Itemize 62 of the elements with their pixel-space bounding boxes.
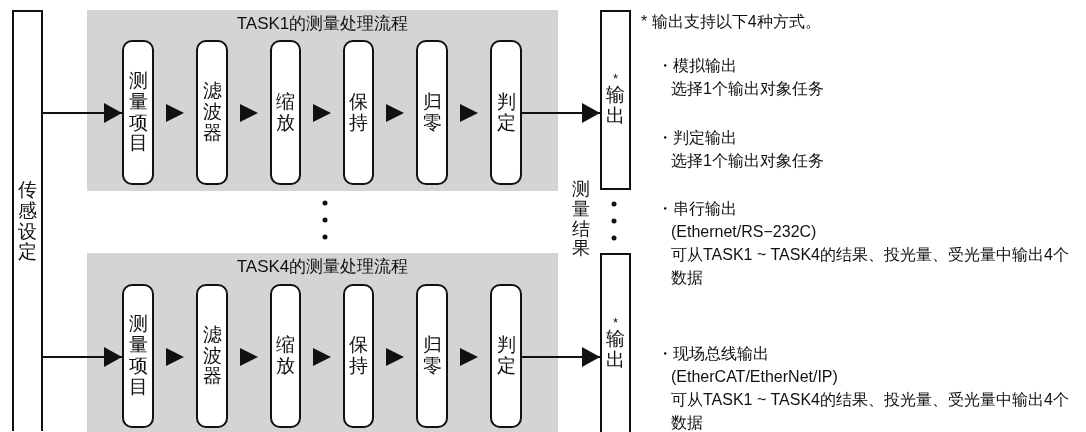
arrow	[42, 347, 123, 367]
process-step	[490, 40, 522, 185]
step-label: 滤波器	[202, 81, 222, 144]
process-step	[416, 284, 448, 428]
step-label: 测量项目	[128, 314, 148, 398]
bullet-item: ・判定输出	[657, 128, 738, 148]
arrow	[521, 103, 601, 123]
process-step	[490, 284, 522, 428]
step-label: 保持	[349, 335, 368, 377]
process-step	[122, 284, 154, 428]
flow-arrow	[166, 348, 184, 366]
note-text: 可从TASK1 ~ TASK4的结果、投光量、受光量中输出4个数据	[671, 390, 1070, 432]
flow-arrow	[386, 104, 404, 122]
note-text: 选择1个输出对象任务	[671, 151, 825, 171]
footnote-mark: *	[612, 317, 619, 330]
flow-arrow	[460, 104, 478, 122]
step-label: 归零	[422, 91, 442, 134]
note-text: * 输出支持以下4种方式。	[641, 12, 822, 32]
output-label: 输出	[606, 329, 625, 371]
output-label: 输出	[606, 85, 625, 127]
flow-arrow	[460, 348, 478, 366]
process-step	[270, 284, 301, 428]
process-step	[343, 40, 374, 185]
bullet-item: ・串行输出	[657, 199, 738, 219]
step-label: 判定	[496, 91, 516, 134]
step-label: 保持	[349, 91, 368, 134]
sensor-settings-box	[12, 10, 43, 431]
process-step	[343, 284, 374, 428]
footnote-mark: *	[612, 73, 619, 86]
arrow	[521, 347, 601, 367]
flow-arrow	[386, 348, 404, 366]
panel-title: TASK4的测量处理流程	[235, 256, 410, 278]
output-box	[600, 253, 631, 432]
process-step	[196, 284, 228, 428]
process-step	[122, 40, 154, 185]
flow-arrow	[166, 104, 184, 122]
flow-arrow	[313, 348, 331, 366]
flow-arrow	[240, 104, 258, 122]
note-text: 选择1个输出对象任务	[671, 79, 825, 99]
process-step	[416, 40, 448, 185]
box-label: 传感设定	[18, 179, 37, 264]
vertical-label: 测量结果	[572, 180, 590, 260]
step-label: 滤波器	[202, 324, 222, 388]
process-step	[270, 40, 301, 185]
output-box	[600, 10, 631, 190]
note-text: (EtherCAT/EtherNet/IP)	[671, 367, 839, 387]
step-label: 判定	[496, 335, 516, 377]
arrow	[42, 103, 123, 123]
step-label: 归零	[422, 335, 442, 377]
panel-title: TASK1的测量处理流程	[235, 13, 410, 35]
note-text: 可从TASK1 ~ TASK4的结果、投光量、受光量中输出4个数据	[671, 245, 1070, 288]
step-label: 缩放	[276, 335, 295, 377]
process-panel	[87, 10, 558, 191]
process-panel	[87, 253, 558, 432]
step-label: 测量项目	[128, 70, 148, 155]
bullet-item: ・现场总线输出	[657, 344, 770, 364]
flow-arrow	[313, 104, 331, 122]
step-label: 缩放	[276, 91, 295, 134]
process-step	[196, 40, 228, 185]
note-text: (Ethernet/RS−232C)	[671, 222, 818, 242]
bullet-item: ・模拟输出	[657, 56, 738, 76]
flow-arrow	[240, 348, 258, 366]
